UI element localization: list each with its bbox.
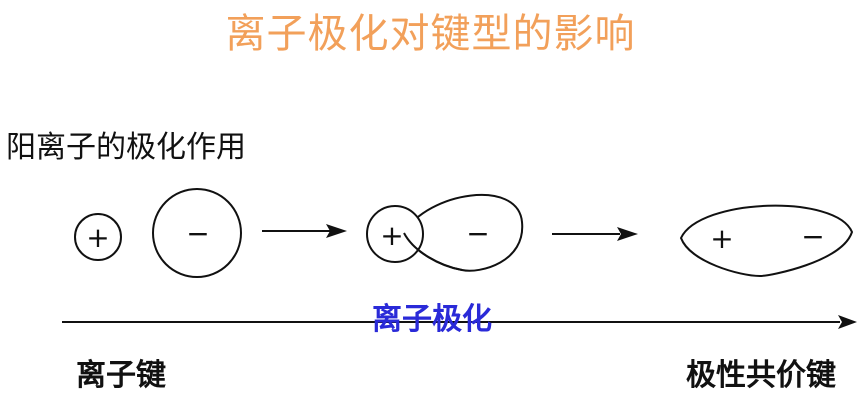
arrow-1 [262,224,347,238]
anion-minus-sign-2: − [466,217,489,250]
stage-covalent: + − [679,204,854,278]
plus-sign-3: + [710,222,733,255]
slide-title: 离子极化对键型的影响 [225,11,636,57]
minus-sign-3: − [801,220,824,253]
cation-circle [74,213,122,261]
stage-separate-ions: + − [74,188,242,278]
cation-plus-sign-2: + [380,219,403,252]
axis-left-label: 离子键 [76,358,166,393]
anion-minus-sign: − [186,217,209,250]
bond-type-axis [62,315,857,329]
anion-circle [152,188,242,278]
stage-polarized: + − [366,193,524,272]
axis-middle-label: 离子极化 [372,302,492,337]
axis-right-label: 极性共价键 [686,358,836,393]
shared-electron-cloud [679,204,854,278]
section-subtitle: 阳离子的极化作用 [6,130,246,165]
cation-plus-sign: + [86,221,109,254]
arrow-2 [552,227,638,241]
cation-circle-2 [366,205,424,263]
